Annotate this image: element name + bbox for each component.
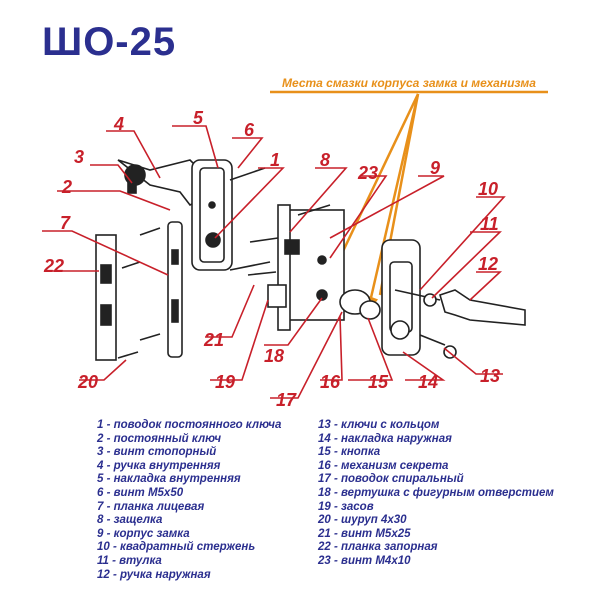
callout-11: 11 (480, 214, 499, 234)
callout-5: 5 (193, 108, 204, 128)
legend-item-8: 8 - защелка (97, 514, 163, 527)
legend-item-23: 23 - винт М4х10 (318, 554, 411, 567)
deadbolt (267, 284, 287, 308)
legend-item-18: 18 - вертушка с фигурным отверстием (318, 486, 554, 499)
lock-body (281, 209, 345, 321)
legend-item-9: 9 - корпус замка (97, 527, 190, 540)
callout-21: 21 (203, 330, 224, 350)
callout-12: 12 (478, 254, 498, 274)
legend-item-12: 12 - ручка наружная (97, 568, 211, 581)
legend-item-3: 3 - винт стопорный (97, 446, 217, 459)
legend-item-10: 10 - квадратный стержень (97, 541, 256, 554)
legend-item-1: 1 - поводок постоянного ключа (97, 419, 282, 431)
legend-item-4: 4 - ручка внутренняя (97, 459, 221, 472)
legend-item-22: 22 - планка запорная (318, 541, 438, 554)
legend-item-19: 19 - засов (318, 500, 374, 513)
callout-3: 3 (74, 147, 84, 167)
callout-9: 9 (430, 158, 440, 178)
callout-6: 6 (244, 120, 255, 140)
inner-escutcheon (191, 159, 233, 271)
callout-10: 10 (478, 179, 498, 199)
diagram-title: ШО-25 (42, 20, 177, 64)
legend-item-17: 17 - поводок спиральный (318, 473, 464, 486)
callout-leaders (42, 125, 506, 399)
legend-item-21: 21 - винт М5х25 (318, 527, 411, 540)
callout-13: 13 (480, 366, 500, 386)
callout-22: 22 (43, 256, 64, 276)
callout-18: 18 (264, 346, 284, 366)
legend-item-13: 13 - ключи с кольцом (318, 419, 440, 431)
legend-item-15: 15 - кнопка (318, 446, 381, 459)
legend-item-5: 5 - накладка внутренняя (97, 473, 241, 486)
callout-19: 19 (215, 372, 235, 392)
legend-left: 1 - поводок постоянного ключа 2 - постоя… (97, 419, 281, 582)
lock-parts (95, 159, 526, 361)
callout-16: 16 (320, 372, 341, 392)
callout-4: 4 (113, 114, 124, 134)
callout-14: 14 (418, 372, 438, 392)
outer-handle (439, 289, 526, 326)
callout-8: 8 (320, 150, 330, 170)
callout-23: 23 (357, 163, 378, 183)
callout-numbers: 1 2 3 4 5 6 7 8 9 10 11 12 13 14 15 16 1… (43, 108, 500, 410)
lubrication-note: Места смазки корпуса замка и механизма (282, 76, 536, 90)
legend-item-6: 6 - винт М5х50 (97, 486, 184, 499)
legend-item-16: 16 - механизм секрета (318, 459, 449, 472)
legend-item-2: 2 - постоянный ключ (97, 432, 222, 445)
callout-15: 15 (368, 372, 389, 392)
face-plate (167, 221, 183, 358)
legend-right: 13 - ключи с кольцом 14 - накладка наруж… (318, 419, 554, 569)
strike-plate (95, 234, 117, 361)
callout-7: 7 (60, 213, 71, 233)
callout-1: 1 (270, 150, 280, 170)
legend-item-7: 7 - планка лицевая (97, 500, 205, 513)
legend-item-14: 14 - накладка наружная (318, 432, 452, 445)
callout-17: 17 (276, 390, 297, 410)
callout-2: 2 (61, 177, 72, 197)
legend-item-20: 20 - шуруп 4х30 (318, 514, 407, 527)
callout-20: 20 (77, 372, 98, 392)
legend-item-11: 11 - втулка (97, 554, 162, 567)
